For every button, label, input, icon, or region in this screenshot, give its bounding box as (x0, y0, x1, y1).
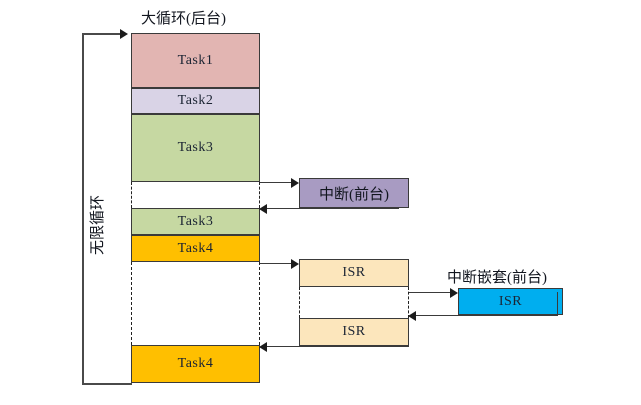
arrow-line-from-nested-isr (416, 315, 558, 316)
isr-suspend-dash-left (299, 287, 300, 318)
arrow-head-to-isr-icon (291, 259, 299, 269)
loop-label: 无限循环 (89, 194, 108, 255)
interrupt-block: 中断(前台) (299, 178, 409, 208)
arrow-head-from-interrupt-icon (259, 204, 267, 214)
arrow-line-to-isr (260, 263, 292, 264)
arrow-line-from-isr (267, 346, 409, 347)
suspend-dash-right-lower (259, 262, 260, 345)
arrow-head-to-interrupt-icon (291, 178, 299, 188)
loop-bracket-vertical (82, 33, 84, 383)
task-block-task4-second: Task4 (131, 345, 260, 383)
isr-suspend-dash-right (408, 287, 409, 318)
task-block-task4-first: Task4 (131, 235, 260, 262)
task-block-task3-second: Task3 (131, 208, 260, 235)
loop-arrow-icon (120, 29, 128, 39)
arrow-line-from-interrupt (267, 208, 399, 209)
loop-bracket-top (82, 33, 122, 35)
arrow-head-to-nested-isr-icon (450, 288, 458, 298)
task-block-task3-first: Task3 (131, 114, 260, 182)
nested-isr-return-connector (557, 292, 558, 315)
nested-isr-block: ISR (458, 288, 563, 315)
isr-block-second: ISR (299, 318, 409, 346)
isr-block-first: ISR (299, 259, 409, 287)
title-background-loop: 大循环(后台) (141, 11, 226, 27)
suspend-dash-left-lower (131, 262, 132, 345)
arrow-head-from-nested-isr-icon (408, 311, 416, 321)
task-block-task2: Task2 (131, 88, 260, 114)
arrow-line-to-nested-isr (409, 292, 451, 293)
title-nested-interrupt: 中断嵌套(前台) (447, 270, 547, 286)
suspend-dash-right-upper (259, 182, 260, 208)
loop-bracket-bottom (82, 383, 132, 385)
arrow-head-from-isr-icon (259, 342, 267, 352)
task-block-task1: Task1 (131, 33, 260, 88)
suspend-dash-left-upper (131, 182, 132, 208)
arrow-line-to-interrupt (260, 182, 292, 183)
